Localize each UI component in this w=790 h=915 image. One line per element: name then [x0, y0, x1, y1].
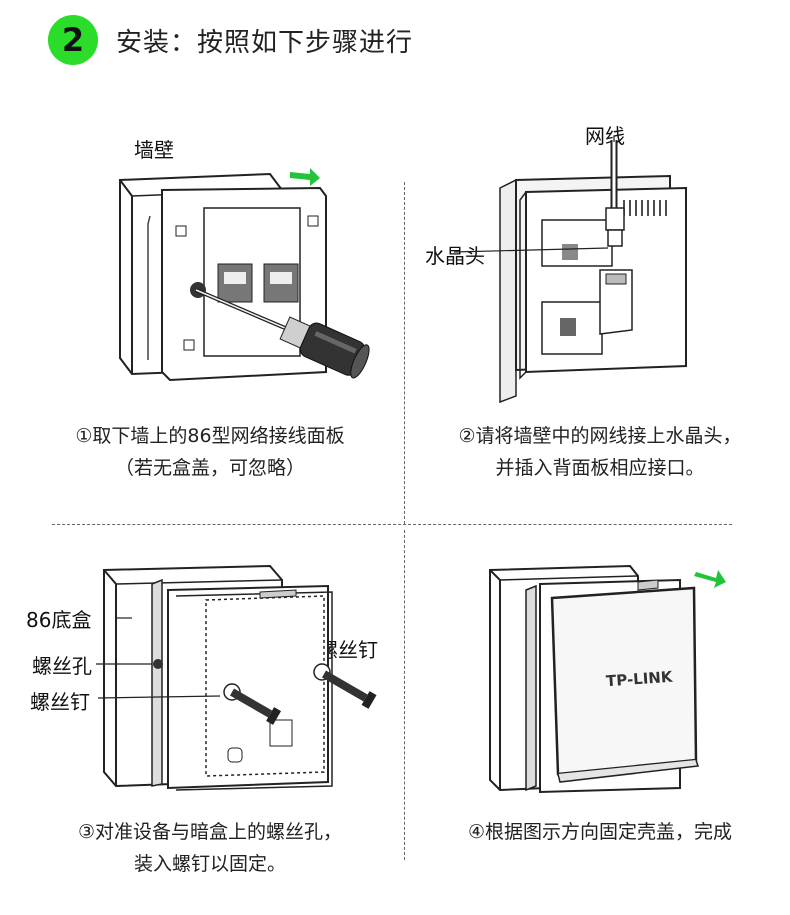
- step-title: 安装：按照如下步骤进行: [116, 27, 414, 58]
- label-wall: 墙壁: [134, 138, 174, 162]
- step2-caption-line1: ②请将墙壁中的网线接上水晶头，: [458, 425, 742, 447]
- step-number-badge: 2: [48, 15, 98, 65]
- arrow-icon: [694, 570, 726, 588]
- label-rj45-connector: 水晶头: [425, 244, 485, 268]
- divider-vertical-top: [404, 182, 405, 524]
- step1-caption-line2: （若无盒盖，可忽略）: [114, 457, 305, 479]
- illustration-connect-cable: [453, 136, 687, 404]
- step4-caption: ④根据图示方向固定壳盖，完成: [410, 816, 790, 848]
- step2-caption-line2: 并插入背面板相应接口。: [495, 457, 705, 479]
- step1-caption-line1: ①取下墙上的86型网络接线面板: [75, 425, 345, 447]
- step1-caption: ①取下墙上的86型网络接线面板 （若无盒盖，可忽略）: [20, 420, 400, 484]
- step-header: 2 安装：按照如下步骤进行: [48, 12, 413, 68]
- illustration-fix-screws: [96, 564, 377, 791]
- step4-caption-line1: ④根据图示方向固定壳盖，完成: [467, 821, 733, 843]
- step3-caption-line1: ③对准设备与暗盒上的螺丝孔，: [77, 821, 343, 843]
- divider-horizontal: [52, 524, 732, 525]
- label-network-cable: 网线: [585, 124, 625, 148]
- step3-caption-line2: 装入螺钉以固定。: [133, 853, 286, 875]
- label-86-back-box: 86底盒: [26, 608, 92, 632]
- illustration-remove-panel: [119, 168, 370, 382]
- step2-caption: ②请将墙壁中的网线接上水晶头， 并插入背面板相应接口。: [410, 420, 790, 484]
- divider-vertical-bottom: [404, 530, 405, 860]
- illustration-attach-cover: [489, 564, 726, 794]
- step3-caption: ③对准设备与暗盒上的螺丝孔， 装入螺钉以固定。: [20, 816, 400, 880]
- arrow-icon: [290, 168, 320, 186]
- label-screw-left: 螺丝钉: [30, 690, 90, 714]
- label-screw-hole: 螺丝孔: [32, 654, 92, 678]
